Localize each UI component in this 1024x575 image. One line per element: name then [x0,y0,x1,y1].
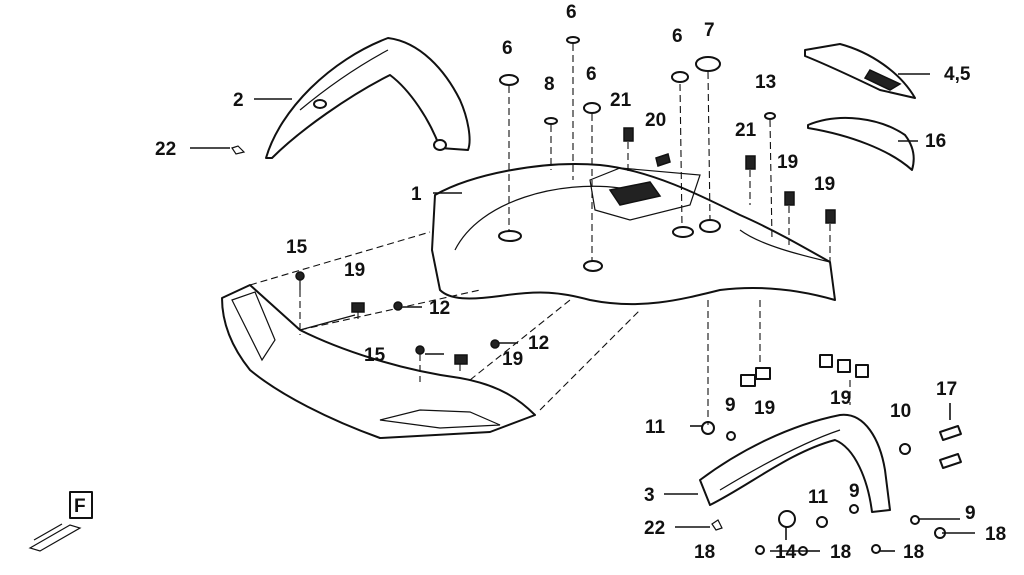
callout-21a: 21 [610,90,632,111]
callout-12a: 12 [429,298,450,319]
callout-14: 14 [775,542,797,563]
callout-9a: 9 [725,395,736,416]
callout-13: 13 [755,72,776,93]
reflector-assembly [804,43,916,99]
callout-6b: 6 [566,2,577,23]
callout-labels: 1 2 3 4,5 6 6 6 6 7 8 9 9 9 10 11 11 12 … [155,2,1006,563]
callout-21b: 21 [735,120,757,141]
assembly-guide-lines [299,44,851,425]
callout-20: 20 [645,110,666,131]
front-marker-label: F [74,496,86,517]
callout-8: 8 [544,74,555,95]
callout-6a: 6 [502,38,513,59]
callout-1: 1 [411,184,422,205]
callout-18c: 18 [903,542,924,563]
callout-11b: 11 [808,487,829,508]
callout-9c: 9 [965,503,976,524]
callout-11a: 11 [645,417,666,438]
callout-6d: 6 [672,26,683,47]
callout-22b: 22 [644,518,665,539]
callout-19e: 19 [754,398,775,419]
callout-6c: 6 [586,64,597,85]
callout-16: 16 [925,131,946,152]
callout-22a: 22 [155,139,176,160]
callout-10: 10 [890,401,911,422]
callout-19d: 19 [814,174,835,195]
callout-2: 2 [233,90,244,111]
callout-18a: 18 [694,542,715,563]
callout-15b: 15 [364,345,386,366]
left-fender-flare [265,37,471,159]
callout-3: 3 [644,485,655,506]
callout-15a: 15 [286,237,308,258]
front-direction-arrow-icon: F [28,491,93,552]
front-bumper-panel [221,284,536,439]
callout-9b: 9 [849,481,860,502]
callout-19f: 19 [830,388,851,409]
decal-strip [807,116,915,171]
grommets-and-fasteners [231,36,962,556]
callout-12b: 12 [528,333,549,354]
callout-19b: 19 [502,349,523,370]
front-fender-body [431,163,836,306]
callout-18d: 18 [985,524,1006,545]
callout-4-5: 4,5 [944,64,971,85]
callout-18b: 18 [830,542,851,563]
right-fender-flare [699,413,891,513]
callout-19c: 19 [777,152,798,173]
callout-19a: 19 [344,260,365,281]
callout-17: 17 [936,379,957,400]
callout-7: 7 [704,20,715,41]
leader-lines [190,73,975,552]
